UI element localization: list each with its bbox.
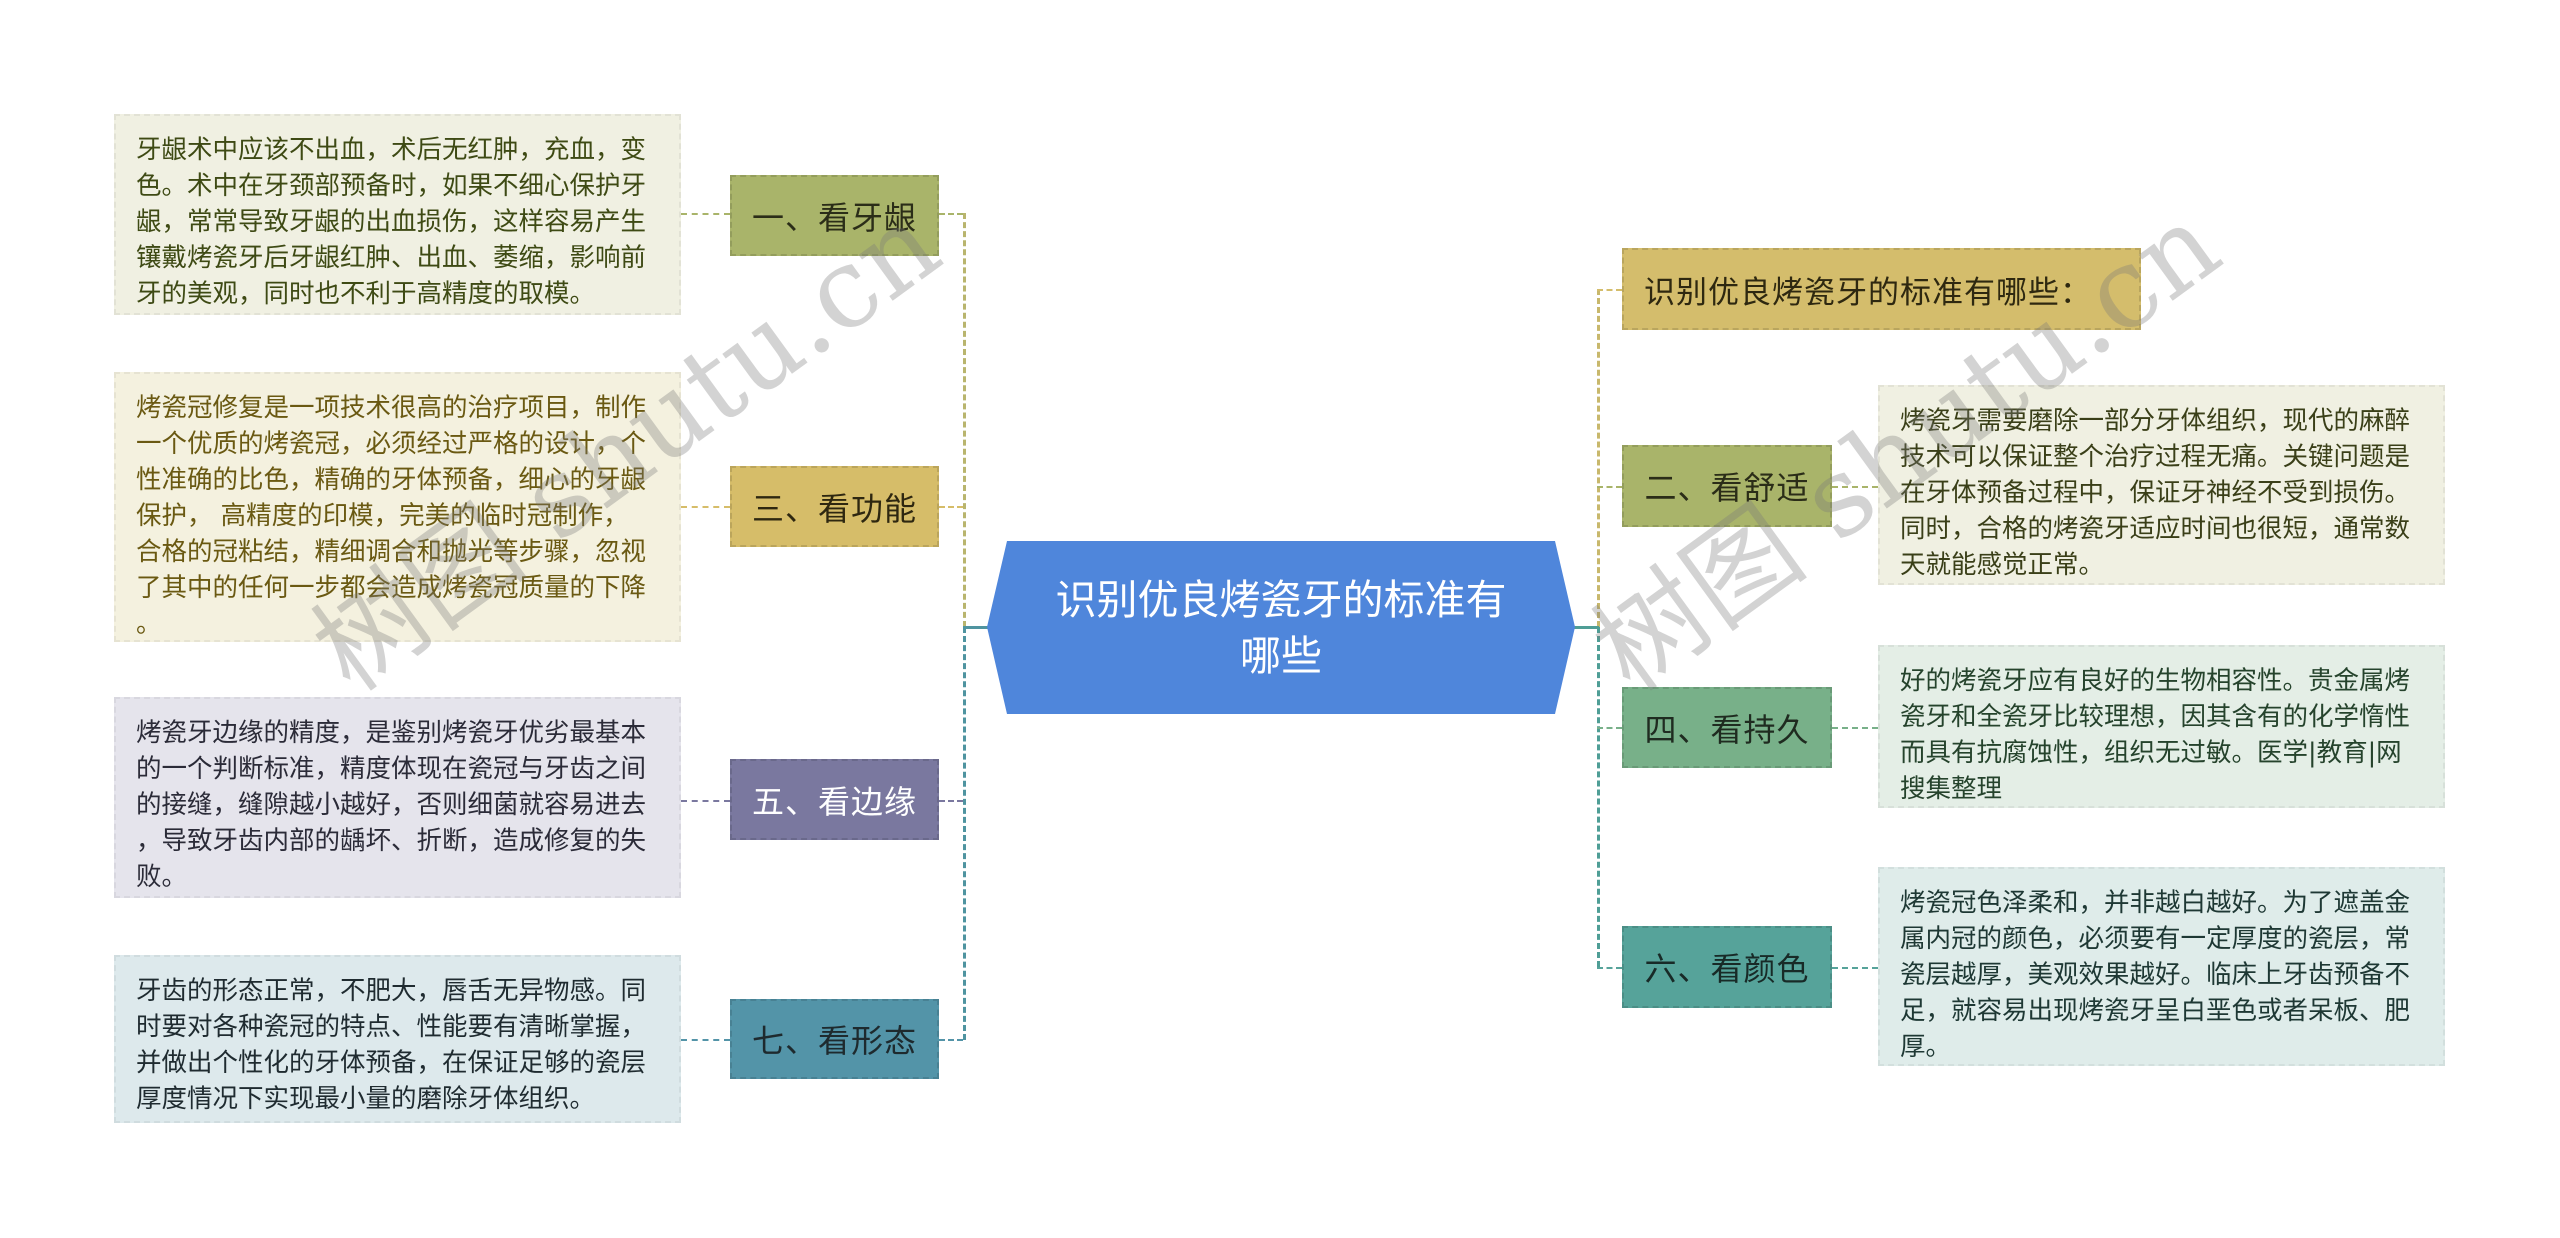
connector-spine-2	[1597, 486, 1622, 488]
root-title-line-2: 哪些	[1240, 631, 1322, 680]
header-label: 识别优良烤瓷牙的标准有哪些：	[1644, 274, 2092, 311]
desc-line: 合格的冠粘结，精细调合和抛光等步骤，忽视	[136, 537, 647, 567]
desc-line: 牙齿的形态正常，不肥大，唇舌无异物感。同	[136, 976, 647, 1006]
branch-label: 二、看舒适	[1644, 469, 1810, 507]
root-left-connector	[963, 626, 990, 629]
desc-box-function: 烤瓷冠修复是一项技术很高的治疗项目，制作 一个优质的烤瓷冠，必须经过严格的设计，…	[114, 372, 681, 642]
desc-box-color: 烤瓷冠色泽柔和，并非越白越好。为了遮盖金 属内冠的颜色，必须要有一定厚度的瓷层，…	[1878, 867, 2445, 1066]
connector-desc-5	[681, 800, 730, 802]
branch-label: 四、看持久	[1644, 710, 1810, 749]
desc-line: 足，就容易出现烤瓷牙呈白垩色或者呆板、肥	[1900, 996, 2411, 1026]
desc-box-margin: 烤瓷牙边缘的精度，是鉴别烤瓷牙优劣最基本 的一个判断标准，精度体现在瓷冠与牙齿之…	[114, 697, 681, 898]
desc-line: 色。术中在牙颈部预备时，如果不细心保护牙	[136, 171, 647, 201]
desc-line: 搜集整理	[1900, 774, 2003, 804]
desc-line: 时要对各种瓷冠的特点、性能要有清晰掌握，	[136, 1012, 647, 1042]
desc-line: 性准确的比色，精确的牙体预备，细心的牙龈	[136, 465, 647, 495]
connector-spine-5	[939, 800, 963, 802]
desc-line: 的一个判断标准，精度体现在瓷冠与牙齿之间	[136, 754, 647, 784]
branch-label: 七、看形态	[751, 1022, 917, 1060]
connector-spine-6	[1597, 967, 1622, 969]
desc-line: 技术可以保证整个治疗过程无痛。关键问题是	[1900, 442, 2411, 472]
left-spine-upper	[963, 213, 966, 627]
branch-node-gums[interactable]: 一、看牙龈	[730, 175, 939, 256]
left-spine-lower	[963, 627, 966, 1040]
hexagon-shape	[987, 541, 1575, 714]
desc-line: 好的烤瓷牙应有良好的生物相容性。贵金属烤	[1900, 666, 2411, 696]
desc-line: 镶戴烤瓷牙后牙龈红肿、出血、萎缩，影响前	[136, 243, 647, 273]
branch-node-comfort[interactable]: 二、看舒适	[1622, 445, 1832, 527]
connector-desc-1	[681, 213, 730, 215]
right-spine-lower	[1597, 627, 1600, 967]
desc-line: 瓷牙和全瓷牙比较理想，因其含有的化学惰性	[1900, 702, 2411, 732]
desc-line: 烤瓷冠色泽柔和，并非越白越好。为了遮盖金	[1900, 888, 2411, 918]
desc-box-durability: 好的烤瓷牙应有良好的生物相容性。贵金属烤 瓷牙和全瓷牙比较理想，因其含有的化学惰…	[1878, 645, 2445, 808]
branch-node-margin[interactable]: 五、看边缘	[730, 759, 939, 840]
desc-line: ，导致牙齿内部的龋坏、折断，造成修复的失	[136, 826, 647, 856]
desc-line: 。	[136, 609, 162, 639]
desc-line: 厚度情况下实现最小量的磨除牙体组织。	[136, 1084, 596, 1114]
root-right-connector	[1573, 626, 1599, 629]
desc-line: 一个优质的烤瓷冠，必须经过严格的设计，个	[136, 429, 647, 459]
branch-label: 一、看牙龈	[751, 198, 917, 237]
desc-line: 了其中的任何一步都会造成烤瓷冠质量的下降	[136, 573, 647, 603]
branch-label: 五、看边缘	[751, 782, 917, 821]
connector-spine-3	[939, 506, 963, 508]
desc-line: 的接缝，缝隙越小越好，否则细菌就容易进去	[136, 790, 647, 820]
desc-line: 龈，常常导致牙龈的出血损伤，这样容易产生	[136, 207, 647, 237]
branch-label: 六、看颜色	[1644, 950, 1810, 988]
desc-line: 烤瓷牙边缘的精度，是鉴别烤瓷牙优劣最基本	[136, 718, 647, 748]
desc-line: 并做出个性化的牙体预备，在保证足够的瓷层	[136, 1048, 647, 1078]
branch-label: 三、看功能	[751, 489, 917, 528]
connector-spine-7	[939, 1039, 963, 1041]
root-node[interactable]: 识别优良烤瓷牙的标准有 哪些	[987, 541, 1575, 714]
right-spine-upper	[1597, 289, 1600, 627]
desc-box-shape: 牙齿的形态正常，不肥大，唇舌无异物感。同 时要对各种瓷冠的特点、性能要有清晰掌握…	[114, 955, 681, 1123]
desc-box-gums: 牙龈术中应该不出血，术后无红肿，充血，变 色。术中在牙颈部预备时，如果不细心保护…	[114, 114, 681, 315]
connector-spine-4	[1597, 727, 1622, 729]
desc-line: 属内冠的颜色，必须要有一定厚度的瓷层，常	[1900, 924, 2411, 954]
desc-line: 牙龈术中应该不出血，术后无红肿，充血，变	[136, 135, 647, 165]
desc-line: 败。	[136, 862, 188, 892]
root-title-line-1: 识别优良烤瓷牙的标准有	[1055, 575, 1507, 624]
desc-line: 瓷层越厚，美观效果越好。临床上牙齿预备不	[1900, 960, 2411, 990]
connector-spine-1	[939, 213, 963, 215]
desc-line: 同时，合格的烤瓷牙适应时间也很短，通常数	[1900, 514, 2411, 544]
connector-desc-3	[681, 506, 730, 508]
desc-line: 天就能感觉正常。	[1900, 550, 2105, 580]
desc-line: 保护， 高精度的印模，完美的临时冠制作，	[136, 501, 629, 531]
header-node-criteria[interactable]: 识别优良烤瓷牙的标准有哪些：	[1622, 248, 2141, 330]
desc-line: 烤瓷冠修复是一项技术很高的治疗项目，制作	[136, 393, 647, 423]
branch-node-function[interactable]: 三、看功能	[730, 466, 939, 547]
desc-line: 牙的美观，同时也不利于高精度的取模。	[136, 279, 596, 309]
connector-desc-7	[681, 1039, 730, 1041]
branch-node-shape[interactable]: 七、看形态	[730, 999, 939, 1079]
connector-desc-6	[1832, 967, 1878, 969]
desc-line: 在牙体预备过程中，保证牙神经不受到损伤。	[1900, 478, 2411, 508]
branch-node-color[interactable]: 六、看颜色	[1622, 926, 1832, 1008]
desc-line: 厚。	[1900, 1032, 1952, 1062]
connector-spine-header	[1597, 289, 1622, 291]
desc-line: 烤瓷牙需要磨除一部分牙体组织，现代的麻醉	[1900, 406, 2411, 436]
connector-desc-2	[1832, 486, 1878, 488]
branch-node-durability[interactable]: 四、看持久	[1622, 687, 1832, 768]
connector-desc-4	[1832, 727, 1878, 729]
desc-box-comfort: 烤瓷牙需要磨除一部分牙体组织，现代的麻醉 技术可以保证整个治疗过程无痛。关键问题…	[1878, 385, 2445, 585]
desc-line: 而具有抗腐蚀性，组织无过敏。医学|教育|网	[1900, 738, 2402, 768]
